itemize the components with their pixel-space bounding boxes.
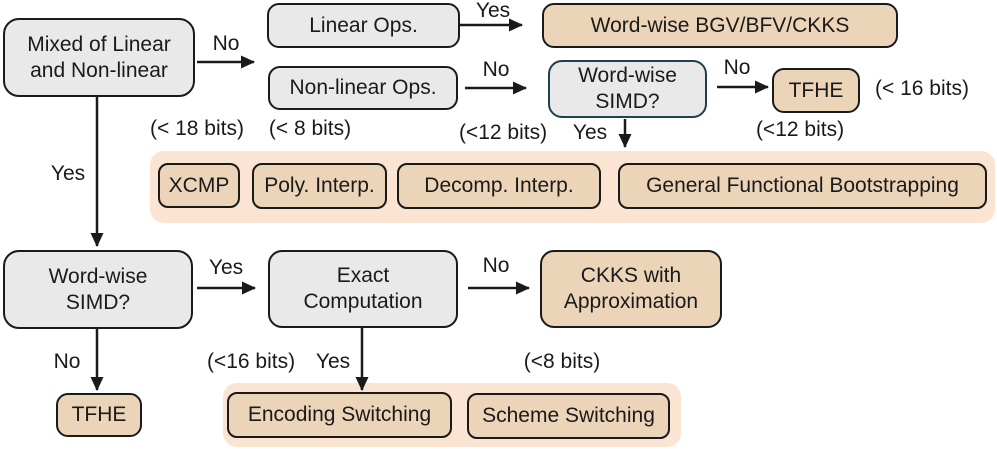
edge-label-mixed-yes: Yes [50, 162, 86, 185]
node-poly-interp: Poly. Interp. [252, 163, 387, 209]
annotation-encoding-bits: (<16 bits) [206, 350, 296, 373]
edge-label-simd-top-yes: Yes [572, 121, 608, 144]
edge-label-simd-bottom-yes: Yes [208, 256, 244, 279]
node-xcmp: XCMP [158, 163, 240, 208]
edge-label-mixed-no: No [212, 32, 240, 55]
annotation-xcmp-bits: (< 18 bits) [150, 117, 244, 140]
annotation-poly-bits: (< 8 bits) [268, 117, 352, 140]
node-decomp-interp: Decomp. Interp. [397, 163, 601, 209]
annotation-decomp-bits: (<12 bits) [458, 121, 548, 144]
node-scheme-switching: Scheme Switching [467, 393, 670, 439]
edge-label-simd-top-no: No [723, 56, 751, 79]
edge-label-nonlinear-no: No [482, 58, 510, 81]
edge-label-exact-yes: Yes [315, 350, 351, 373]
node-nonlinear-ops: Non-linear Ops. [268, 66, 458, 110]
node-linear-ops: Linear Ops. [267, 3, 460, 48]
node-word-wise-simd-top: Word-wise SIMD? [548, 60, 707, 118]
node-tfhe-top: TFHE [772, 68, 860, 113]
node-ckks-with-approximation: CKKS with Approximation [540, 250, 722, 328]
node-word-wise-simd-bottom: Word-wise SIMD? [3, 250, 193, 329]
edge-label-exact-no: No [482, 254, 510, 277]
node-exact-computation: Exact Computation [268, 250, 458, 328]
edge-label-simd-bottom-no: No [53, 350, 81, 373]
edge-label-linear-yes: Yes [475, 0, 511, 22]
node-mixed-linear-nonlinear: Mixed of Linear and Non-linear [3, 18, 195, 97]
node-word-wise-bgv-bfv-ckks: Word-wise BGV/BFV/CKKS [542, 3, 898, 48]
node-encoding-switching: Encoding Switching [227, 392, 452, 438]
annotation-bootstrap-bits: (<12 bits) [755, 118, 845, 141]
annotation-scheme-bits: (<8 bits) [523, 350, 601, 373]
annotation-tfhe-top-bits: (< 16 bits) [875, 77, 969, 100]
node-general-functional-bootstrapping: General Functional Bootstrapping [618, 163, 987, 209]
node-tfhe-bottom: TFHE [56, 393, 142, 437]
